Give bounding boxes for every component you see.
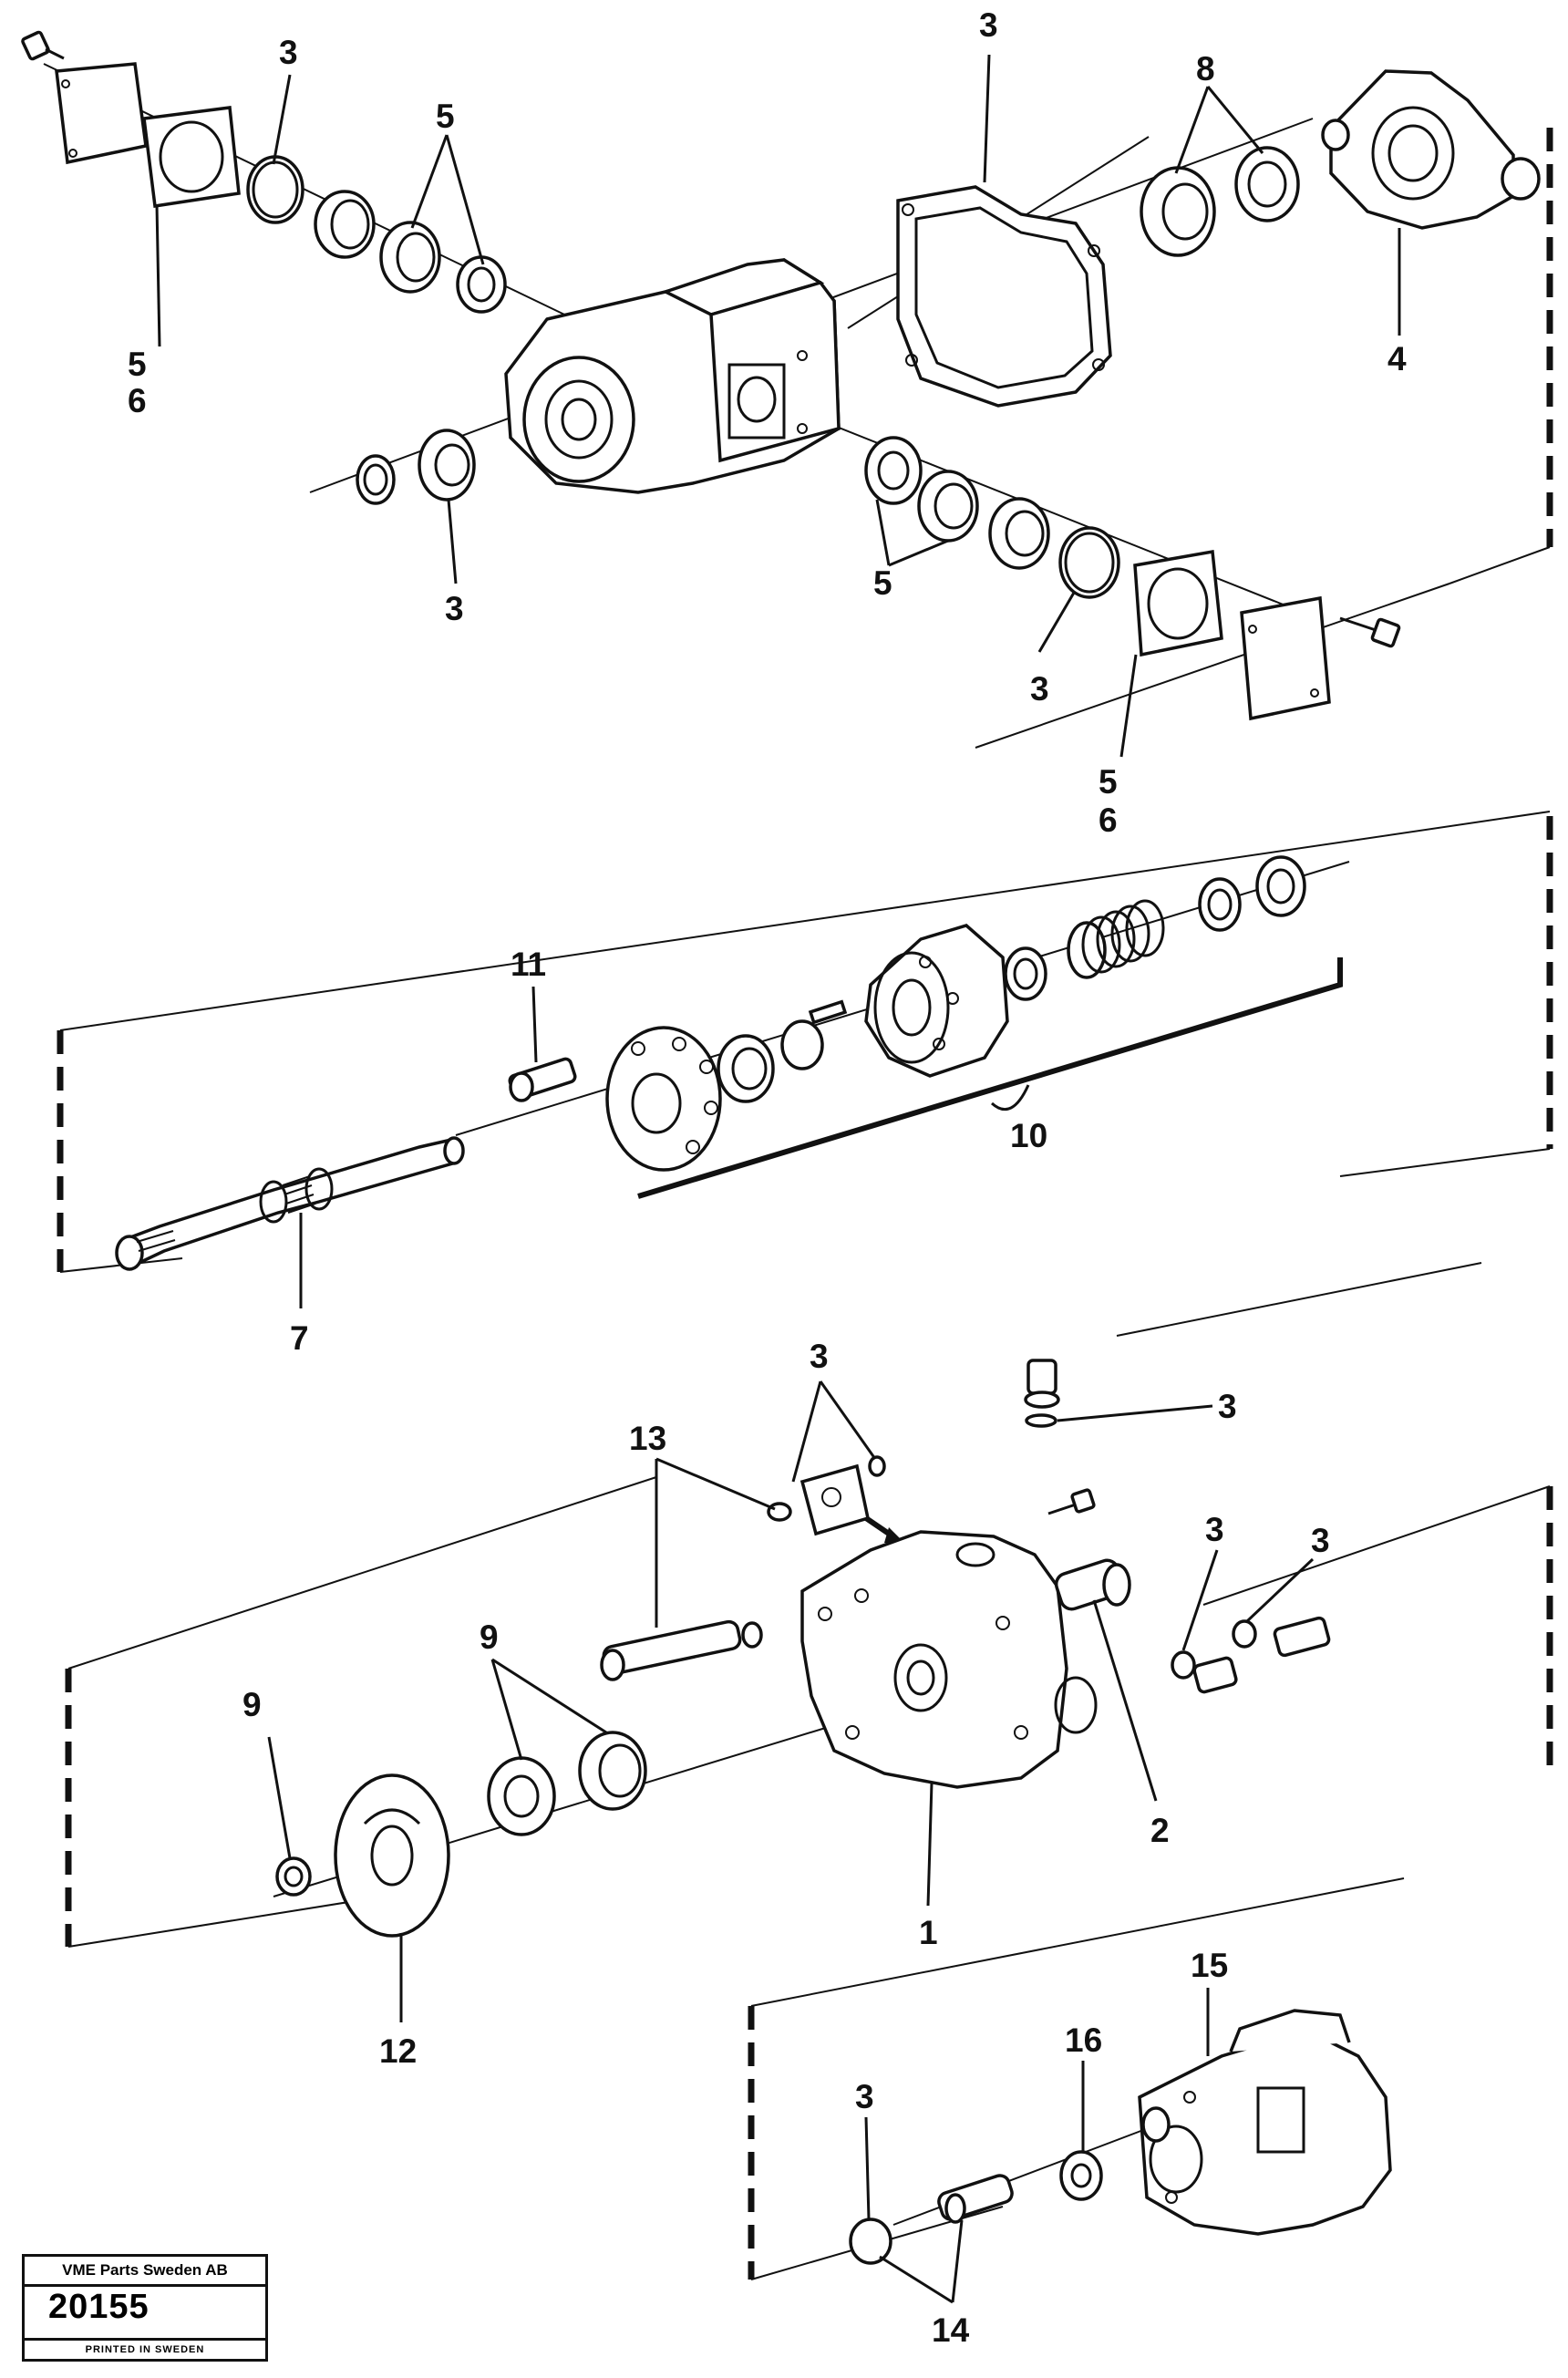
- flange-plate-left: [142, 106, 241, 209]
- callout-12: 12: [379, 2032, 417, 2070]
- callout-3: 3: [855, 2078, 874, 2115]
- plug-cap: [1255, 855, 1306, 917]
- roller-bearing-8: [1234, 146, 1300, 222]
- section-shaft-valve: [57, 811, 1553, 1273]
- cover-small-plate: [799, 1455, 904, 1543]
- key: [808, 999, 848, 1025]
- title-block: VME Parts Sweden AB 20155 PRINTED IN SWE…: [22, 2254, 268, 2362]
- section-pump-housing: [21, 30, 1553, 749]
- shaft-7: [115, 1136, 465, 1271]
- o-ring-mid: [1058, 526, 1120, 599]
- callout-8: 8: [1196, 50, 1215, 88]
- washer-9: [275, 1856, 312, 1897]
- callout-3: 3: [1030, 670, 1049, 708]
- roller-bearing-mid: [864, 436, 923, 505]
- callout-3: 3: [1205, 1511, 1224, 1548]
- callout-1: 1: [919, 1914, 938, 1951]
- callout-3: 3: [445, 590, 464, 627]
- cover-plate-left: [55, 62, 148, 165]
- callout-3: 3: [1311, 1522, 1330, 1559]
- plug-top: [1024, 1359, 1060, 1428]
- bolt-right: [1339, 616, 1401, 648]
- bearing-race-left: [314, 190, 376, 259]
- cover-body-1: [800, 1530, 1098, 1789]
- spring: [1067, 899, 1165, 979]
- callout-15: 15: [1191, 1947, 1228, 1984]
- title-block-company: VME Parts Sweden AB: [25, 2257, 265, 2287]
- callout-4: 4: [1387, 340, 1407, 377]
- callout-7: 7: [290, 1319, 309, 1357]
- callout-9: 9: [480, 1618, 499, 1656]
- cover-plate-right: [1240, 595, 1331, 721]
- callout-5: 5: [1099, 763, 1118, 801]
- callout-5: 5: [128, 346, 147, 383]
- title-block-number: 20155: [48, 2288, 150, 2326]
- snap-ring-lower: [356, 454, 396, 505]
- o-ring-small-b: [1232, 1619, 1257, 1649]
- bushing-9: [578, 1731, 647, 1811]
- section-cover: [65, 1262, 1553, 1948]
- bearing-cup-8: [1140, 166, 1216, 257]
- washer-a: [1004, 946, 1047, 1001]
- bolt-11: [508, 1057, 577, 1102]
- leader-lines: [155, 54, 1401, 2304]
- callout-5: 5: [873, 564, 892, 602]
- valve-plate: [605, 1026, 722, 1172]
- relief-valve-2: [1054, 1558, 1131, 1611]
- callout-labels: 3 5 5 6 3 3 8 4 5 3 5 6 11 10 7 3 3 13 3…: [128, 6, 1407, 2349]
- pin-13: [600, 1502, 792, 1681]
- bearing-cup-left: [379, 221, 441, 294]
- sleeve-14: [937, 2174, 1014, 2224]
- bushing-16: [1059, 2150, 1103, 2201]
- bearing-housing-4: [1321, 69, 1541, 230]
- roller-bearing-lower: [418, 429, 476, 501]
- section-motor: [748, 1877, 1405, 2280]
- callout-3: 3: [1218, 1388, 1237, 1425]
- o-ring-14: [849, 2218, 892, 2265]
- callout-6: 6: [1099, 801, 1118, 839]
- callout-3: 3: [279, 34, 298, 71]
- gasket-plate: [896, 185, 1112, 408]
- callout-14: 14: [932, 2311, 970, 2349]
- callout-5: 5: [436, 98, 455, 135]
- screw-small: [1047, 1488, 1096, 1515]
- callout-2: 2: [1150, 1812, 1170, 1849]
- hydraulic-motor-15: [1138, 2009, 1392, 2236]
- thrust-plate-12: [334, 1773, 450, 1938]
- title-block-printed: PRINTED IN SWEDEN: [25, 2338, 265, 2359]
- o-ring-small-a: [1171, 1650, 1196, 1680]
- plug-right-b: [1273, 1616, 1331, 1658]
- roller-bearing-9: [487, 1756, 556, 1836]
- callout-16: 16: [1065, 2021, 1102, 2059]
- callout-9: 9: [242, 1686, 262, 1723]
- washer-b: [1198, 877, 1242, 932]
- bolt-top-left: [21, 30, 65, 61]
- bearing-cup-mid: [917, 470, 979, 543]
- callout-11: 11: [511, 946, 546, 983]
- clip: [780, 1019, 824, 1070]
- plug-right-a: [1192, 1656, 1238, 1694]
- bearing-race-mid: [988, 497, 1050, 570]
- callout-3: 3: [979, 6, 998, 44]
- callout-6: 6: [128, 382, 147, 419]
- callout-13: 13: [629, 1420, 666, 1457]
- o-ring-left: [246, 155, 304, 224]
- valve-body-10: [864, 924, 1009, 1078]
- pump-housing: [504, 258, 841, 494]
- roller-bearing-left: [456, 255, 507, 314]
- callout-3: 3: [810, 1338, 829, 1375]
- callout-10: 10: [1010, 1117, 1047, 1154]
